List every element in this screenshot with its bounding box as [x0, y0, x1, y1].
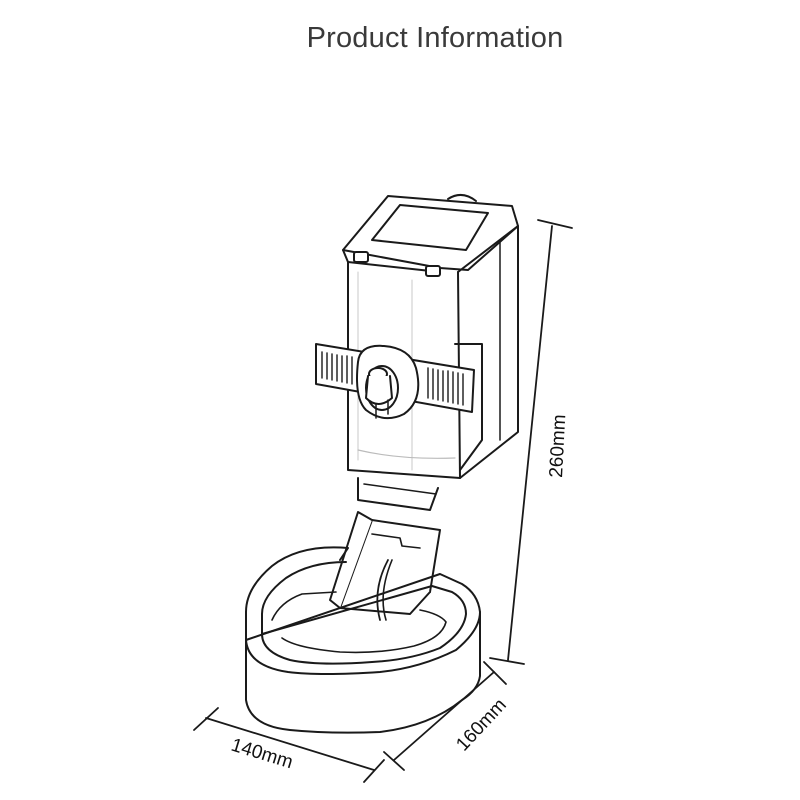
hinge-right — [425, 265, 441, 277]
dimension-height-line — [489, 219, 573, 665]
food-hopper — [342, 194, 519, 479]
dimension-width-line — [193, 707, 385, 783]
width-dimension-label: 140mm — [229, 735, 296, 774]
height-dimension-label: 260mm — [546, 414, 570, 478]
depth-dimension-label: 160mm — [452, 695, 511, 756]
page-title: Product Information — [306, 22, 564, 54]
food-chute — [329, 477, 441, 621]
dimension-depth-line — [383, 661, 507, 771]
hinge-left — [353, 251, 369, 263]
adjustment-knob — [356, 344, 420, 420]
